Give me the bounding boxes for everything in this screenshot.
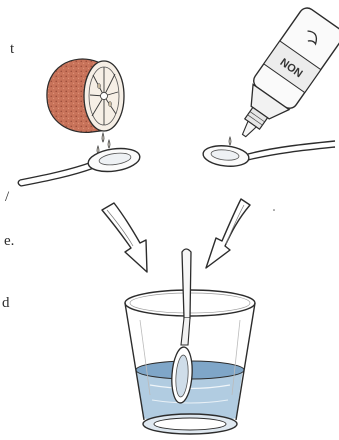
- spoon-right: [202, 141, 335, 168]
- speck: [273, 209, 275, 211]
- vinegar-bottle: NON: [224, 5, 339, 155]
- glass-of-water: [125, 249, 255, 434]
- spoon-left: [18, 145, 141, 186]
- arrow-right-icon: [206, 199, 250, 268]
- lemon-half: [47, 59, 124, 154]
- arrow-left-icon: [102, 203, 147, 272]
